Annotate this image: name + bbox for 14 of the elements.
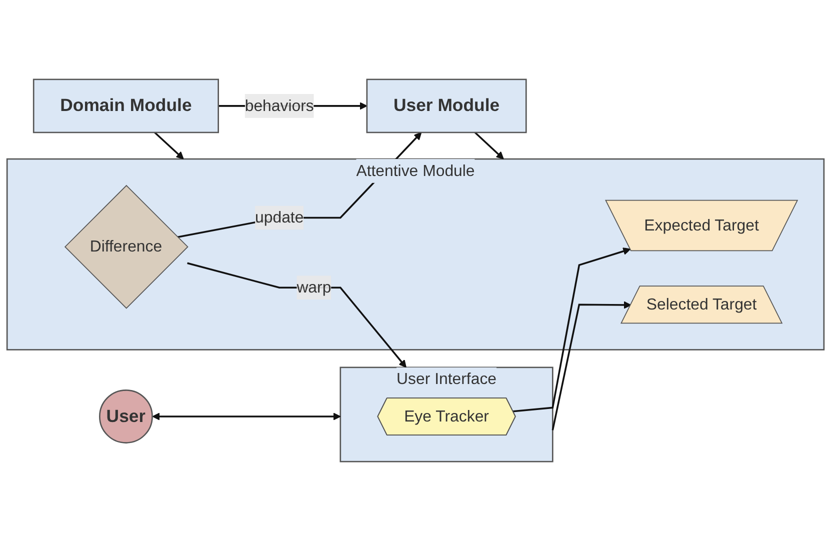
arrow xyxy=(177,132,422,238)
node-circle: User xyxy=(99,390,153,444)
edge-label: warp xyxy=(296,278,332,296)
arrow xyxy=(154,132,184,160)
edge-label: behaviors xyxy=(244,96,314,114)
node-box: User Module xyxy=(366,78,527,134)
arrow xyxy=(513,247,631,412)
arrow xyxy=(152,412,341,420)
arrow xyxy=(552,301,632,430)
arrow xyxy=(474,132,504,160)
node-diamond: Difference xyxy=(64,184,188,309)
arrow xyxy=(187,262,406,368)
node-box: Domain Module xyxy=(32,78,219,134)
edge-label: update xyxy=(255,208,304,226)
